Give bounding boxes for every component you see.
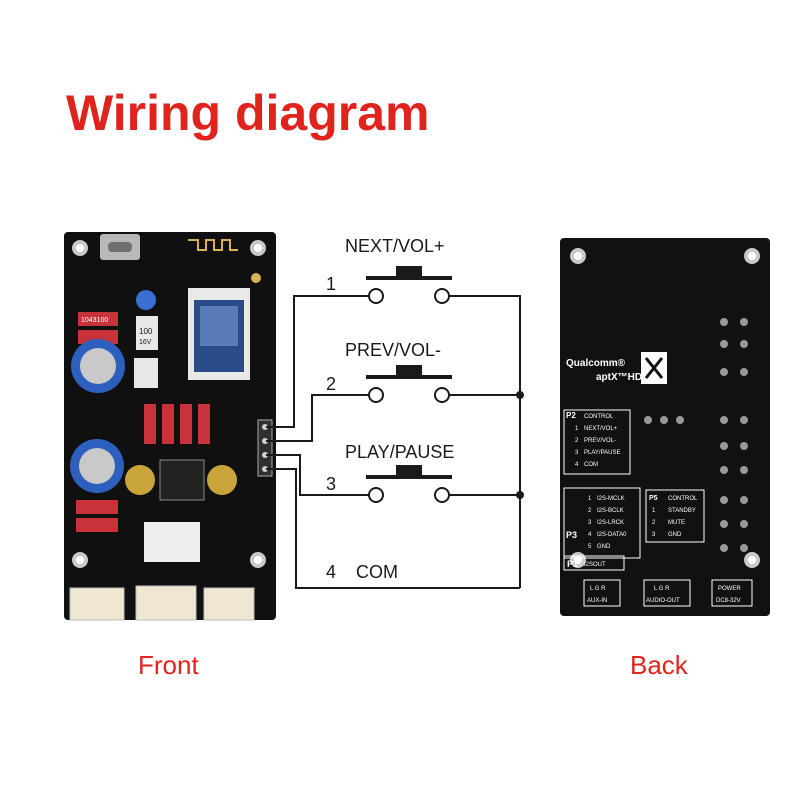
capacitor-small <box>136 316 158 350</box>
p3-i2s-table <box>563 487 641 559</box>
com-label: COM <box>356 562 398 582</box>
antenna-trace <box>188 239 238 251</box>
p2-title: CONTROL <box>584 414 614 420</box>
p2-num: 3 <box>575 450 579 456</box>
p2-row: PLAY/PAUSE <box>584 450 620 456</box>
p3-num: 3 <box>588 520 592 526</box>
switch-2-label: PREV/VOL- <box>345 340 441 360</box>
junction-dot <box>516 391 524 399</box>
relay-component <box>144 522 200 562</box>
solder-points <box>644 318 748 552</box>
wire-3 <box>266 454 374 496</box>
power-label: DC8-32V <box>716 598 741 604</box>
power-box <box>711 579 753 607</box>
switch-2-number: 2 <box>326 374 336 394</box>
p5-num: 2 <box>652 520 656 526</box>
switch-3: PLAY/PAUSE 3 <box>326 442 454 503</box>
aux-in-box <box>583 579 621 607</box>
front-connector-power <box>203 587 255 621</box>
header-pins <box>257 419 273 477</box>
front-connector-audio <box>135 585 197 621</box>
capacitor-value: 100 <box>139 327 153 336</box>
p5-row: STANDBY <box>668 508 696 514</box>
back-pcb: Qualcomm® aptX™HD P2 CONTROL 1 NEXT/VOL+… <box>560 238 770 616</box>
button-plunger <box>396 465 422 475</box>
resistor-code: 1043100 <box>81 317 108 324</box>
junction-dot <box>516 491 524 499</box>
p3-row: I2S-LRCK <box>597 520 624 526</box>
p5-num: 1 <box>652 508 656 514</box>
com-number: 4 <box>326 562 336 582</box>
aux-in-pins: L G R <box>590 586 606 592</box>
p2-control-table <box>563 409 631 475</box>
switch-3-number: 3 <box>326 474 336 494</box>
p2-row: NEXT/VOL+ <box>584 426 618 432</box>
aux-in-label: AUX-IN <box>587 598 607 604</box>
capacitor-voltage: 16V <box>139 339 152 346</box>
terminal <box>368 288 384 304</box>
wiring <box>266 295 521 589</box>
audio-out-box <box>643 579 691 607</box>
gold-capacitor <box>125 465 155 495</box>
diagram-title: Wiring diagram <box>66 85 430 141</box>
p3-header: P3 <box>566 530 577 540</box>
p1-label-box <box>563 555 625 571</box>
terminal <box>368 387 384 403</box>
wire-2 <box>266 394 374 442</box>
front-pcb: 1043100 100 16V <box>64 232 276 621</box>
audio-out-pins: L G R <box>654 586 670 592</box>
switch-2: PREV/VOL- 2 <box>326 340 452 403</box>
p3-num: 2 <box>588 508 592 514</box>
front-caption: Front <box>138 650 199 680</box>
p3-num: 5 <box>588 544 592 550</box>
terminal <box>434 487 450 503</box>
switch-1-label: NEXT/VOL+ <box>345 236 445 256</box>
switch-1: NEXT/VOL+ 1 <box>326 236 452 304</box>
smd-resistors-left: 1043100 <box>76 312 118 532</box>
common-bus <box>446 295 521 588</box>
aptx-hd-logo: aptX™HD <box>596 372 642 383</box>
terminal <box>434 387 450 403</box>
p3-num: 4 <box>588 532 592 538</box>
p1-label: I2SOUT <box>584 562 606 568</box>
common-label: 4 COM <box>326 562 398 582</box>
p2-num: 2 <box>575 438 579 444</box>
p2-row: PREV/VOL- <box>584 438 616 444</box>
p2-num: 1 <box>575 426 579 432</box>
p3-row: I2S-MCLK <box>597 496 625 502</box>
p2-row: COM <box>584 462 598 468</box>
p3-row: I2S-DATA0 <box>597 532 627 538</box>
back-caption: Back <box>630 650 688 680</box>
button-contact-bar <box>366 276 452 280</box>
p5-row: GND <box>668 532 682 538</box>
terminal <box>368 487 384 503</box>
switch-3-label: PLAY/PAUSE <box>345 442 454 462</box>
power-pins: POWER <box>718 586 741 592</box>
p5-row: MUTE <box>668 520 685 526</box>
terminal <box>434 288 450 304</box>
button-contact-bar <box>366 475 452 479</box>
p3-row: I2S-BCLK <box>597 508 624 514</box>
button-plunger <box>396 365 422 375</box>
p2-header: P2 <box>566 411 576 420</box>
wire-4-com <box>266 468 520 589</box>
p5-header: P5 <box>649 495 658 502</box>
front-connector-aux <box>69 587 125 621</box>
p3-row: GND <box>597 544 611 550</box>
p5-title: CONTROL <box>668 496 698 502</box>
wire-1 <box>266 295 374 428</box>
audio-out-label: AUDIO-OUT <box>646 598 680 604</box>
button-contact-bar <box>366 375 452 379</box>
p5-num: 3 <box>652 532 656 538</box>
p3-num: 1 <box>588 496 592 502</box>
ic-chip <box>159 459 205 501</box>
p5-control-table <box>645 489 705 543</box>
switch-1-number: 1 <box>326 274 336 294</box>
p1-header: P1 <box>567 559 578 569</box>
p2-num: 4 <box>575 462 579 468</box>
button-plunger <box>396 266 422 276</box>
qualcomm-brand: Qualcomm® <box>566 358 626 369</box>
gold-capacitor <box>207 465 237 495</box>
